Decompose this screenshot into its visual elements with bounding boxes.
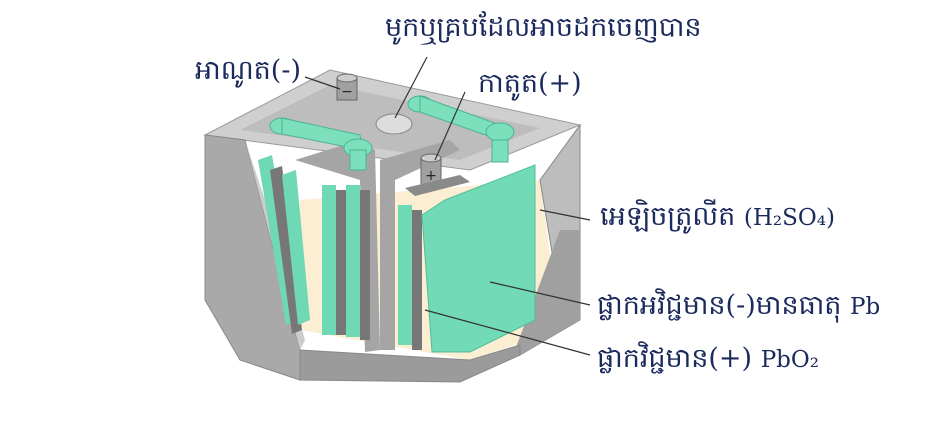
- positive-plate-label: ផ្លាកវិជ្ជមាន(+) PbO₂: [597, 345, 819, 372]
- case-bottom: [299, 344, 521, 383]
- connector-straps: [269, 95, 515, 171]
- case-right-inner: [515, 230, 580, 355]
- positive-sign: +: [425, 168, 437, 184]
- positive-plate-name: ផ្លាកវិជ្ជមាន(+): [597, 343, 753, 374]
- cell-divider: [380, 140, 460, 350]
- negative-plate-formula: Pb: [850, 294, 881, 320]
- plates-cell-1: [258, 155, 310, 334]
- cover-label: មូកឬគ្របដែលអាចដកចេញបាន: [385, 12, 702, 43]
- negative-sign: −: [341, 84, 353, 100]
- positive-terminal: +: [405, 153, 470, 196]
- electrolyte-name: អេឡិចត្រូលីត: [600, 201, 736, 232]
- negative-terminal: −: [336, 73, 358, 101]
- plates-cell-3: [398, 164, 536, 353]
- leader-lines: [304, 56, 591, 356]
- vent-cap: [375, 113, 413, 135]
- plates-cell-2: [322, 185, 370, 340]
- anode-label: អាណូត(-): [195, 55, 301, 86]
- negative-plate-label: ផ្លាកអវិជ្ជមាន(-)មានធាតុ Pb: [597, 292, 880, 319]
- electrolyte-formula: (H₂SO₄): [743, 205, 835, 231]
- electrolyte-label: អេឡិចត្រូលីត (H₂SO₄): [600, 203, 835, 230]
- positive-plate-formula: PbO₂: [760, 347, 819, 373]
- cathode-label: កាតូត(+): [478, 68, 582, 99]
- negative-plate-name: ផ្លាកអវិជ្ជមាន(-)មានធាតុ: [597, 290, 842, 321]
